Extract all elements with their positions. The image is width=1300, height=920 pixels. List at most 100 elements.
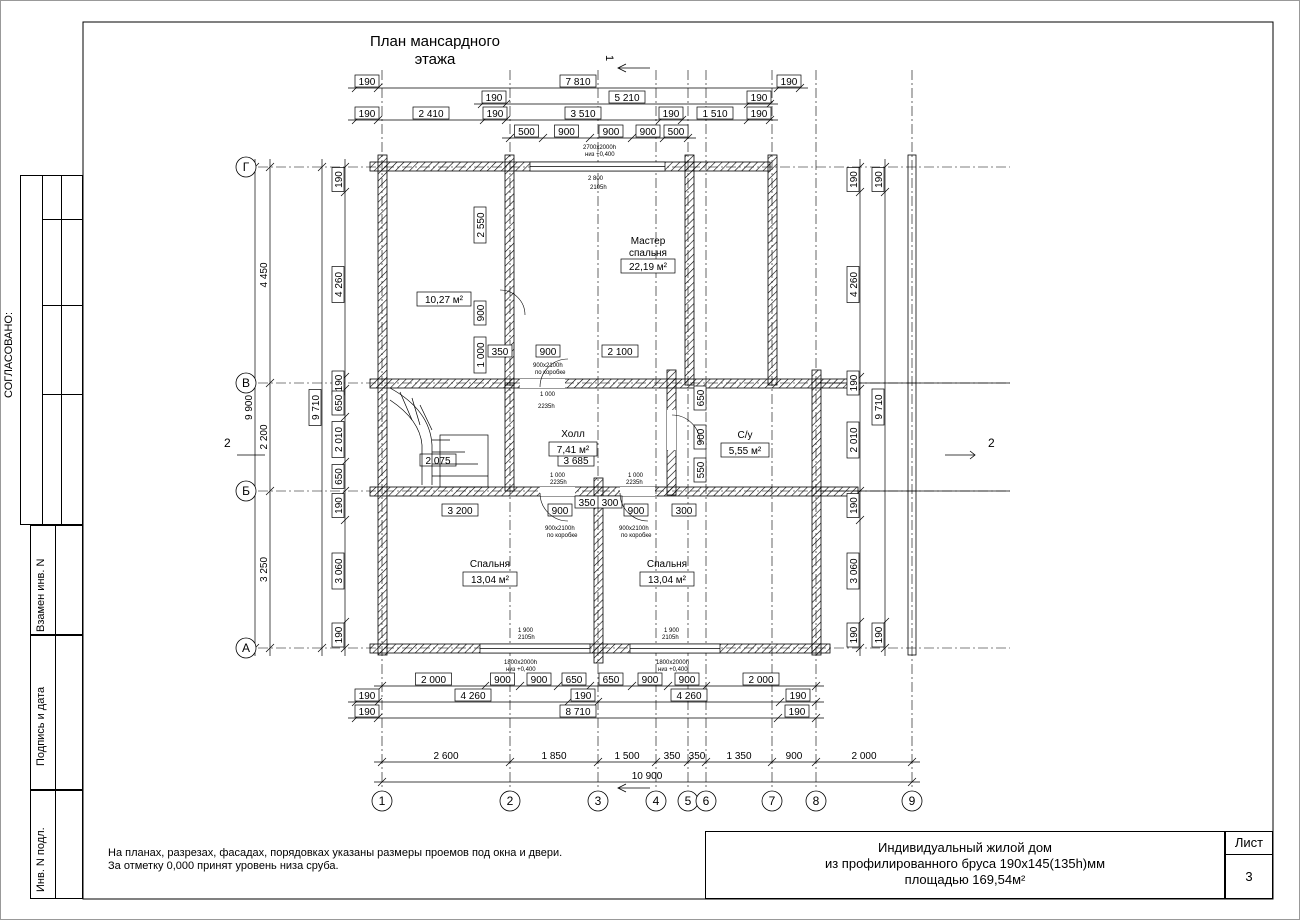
dim-left-inner-tick-4 [340,412,350,422]
dim-left-inner-tick-9 [340,643,350,653]
dim-bottom-1-label-4: 650 [603,675,620,686]
interior-dim-box-13 [671,503,697,517]
interior-dim-7: 3 685 [563,456,588,467]
wall-axis-2-stair [504,382,515,492]
dim-bottom-1-label-7: 2 000 [748,675,773,686]
svg-text:2105h: 2105h [662,635,679,641]
svg-text:по коробке: по коробке [547,533,578,539]
dim-top-3-tick-7 [765,115,775,125]
dim-right-inner-label-4: 190 [849,497,860,514]
dim-right-inner-tick-7 [855,643,865,653]
interior-dim-box-16 [693,457,707,483]
interior-dim-11: 900 [552,506,569,517]
room-area-box-1 [620,258,676,274]
dim-left-inner-box-7 [331,552,345,590]
interior-dim-16: 550 [696,461,707,478]
dim-axes-tick-0 [377,757,387,767]
svg-text:2105h: 2105h [518,635,535,641]
wall-axis-5-top [684,154,695,386]
interior-dim-5: 2 100 [607,347,632,358]
dim-bottom-2-box-1 [454,688,492,702]
dim-bottom-2-label-4: 190 [790,691,807,702]
room-area-2: 7,41 м² [557,445,590,456]
dim-top-3-box-0 [354,106,380,120]
axis-bubble-0 [235,156,257,178]
axis-bubble-num-8 [805,790,827,812]
dim-bottom-1-label-5: 900 [642,675,659,686]
wall-axis-7-top [767,154,778,386]
dim-right-inner-label-5: 3 060 [849,558,860,583]
dim-bottom-2-tick-4 [775,697,785,707]
dim-left-inner-box-0 [331,167,345,192]
svg-text:1 900: 1 900 [518,628,534,634]
note-window-top: 2700x2000h [583,145,616,151]
dim-top-2-label-1: 5 210 [614,93,639,104]
dim-top-4-label-0: 500 [518,127,535,138]
dim-left-inner-box-5 [331,464,345,489]
room-name-4: Спальня [470,559,510,570]
dim-top-3-box-1 [412,106,450,120]
dim-top-3-tick-5 [677,115,687,125]
dim-axes-label-7: 2 000 [851,751,876,762]
dim-left-inner-box-1 [331,266,345,303]
svg-text:1 000: 1 000 [628,473,644,479]
door-opening-2 [620,487,655,496]
svg-text:1 900: 1 900 [664,628,680,634]
interior-dim-1: 900 [476,304,487,321]
dim-left-inner-label-7: 3 060 [334,558,345,583]
axis-label-2: Б [242,484,250,498]
wall-axis-8 [811,369,822,656]
axis-bubble-num-4 [645,790,667,812]
dim-bottom-1-tick-2 [515,681,525,691]
door-swings [499,289,701,522]
dim-left-mid-label-0: 9 710 [311,395,322,420]
dim-top-4-box-4 [663,124,689,138]
svg-text:1 000: 1 000 [540,392,556,398]
dim-left-inner-box-4 [331,421,345,458]
dim-top-4-tick-1 [538,133,548,143]
axis-bubble-2 [235,480,257,502]
dim-bottom-1-box-1 [490,672,515,686]
dim-left-outer-tick-3 [265,643,275,653]
dim-right-outer-label-0: 190 [874,171,885,188]
note-door-master: 900x2100h [533,363,563,369]
dim-axes-tick-3 [651,757,661,767]
dim-top-3-label-5: 1 510 [702,109,727,120]
dim-bottom-3-label-0: 190 [359,707,376,718]
room-name-3: С/у [738,430,753,441]
dim-axes-tick-4 [683,757,693,767]
interior-dim-box-15 [693,424,707,450]
axis-label-num-9: 9 [909,794,916,808]
dim-left-inner-label-5: 650 [334,468,345,485]
dim-top-3-label-0: 190 [359,109,376,120]
svg-text:2235h: 2235h [626,480,643,486]
dim-bottom-1-label-3: 650 [566,675,583,686]
dim-right-outer-tick-1 [880,187,890,197]
dim-left-inner-box-8 [331,622,345,648]
dim-right-inner-label-3: 2 010 [849,427,860,452]
axis-bubble-1 [235,372,257,394]
dim-bottom-1-label-2: 900 [531,675,548,686]
dim-left-inner-tick-7 [340,515,350,525]
dim-right-inner-label-2: 190 [849,374,860,391]
axis-label-num-7: 7 [769,794,776,808]
dim-right-outer-tick-3 [880,643,890,653]
wall-axis-b [369,486,859,497]
interior-dim-box-1 [473,300,487,326]
interior-dim-box-11 [547,503,573,517]
dim-bottom-1-tick-6 [663,681,673,691]
room-area-3: 5,55 м² [729,446,762,457]
dim-right-inner-box-3 [846,421,860,459]
dim-top-1-label-0: 190 [359,77,376,88]
wall-axis-3-bottom [593,477,604,664]
interior-dim-box-14 [693,385,707,411]
stamp-signature-date: Подпись и дата [35,686,47,766]
dim-bottom-2-box-0 [354,688,380,702]
dim-top-1-box-0 [354,74,380,88]
dim-top-4-box-1 [554,124,579,138]
room-area-box-5 [639,571,695,587]
svg-text:низ +0,400: низ +0,400 [658,667,688,673]
dim-left-inner-label-1: 4 260 [334,272,345,297]
interior-dim-14: 650 [696,389,707,406]
interior-dim-2: 1 000 [476,342,487,367]
